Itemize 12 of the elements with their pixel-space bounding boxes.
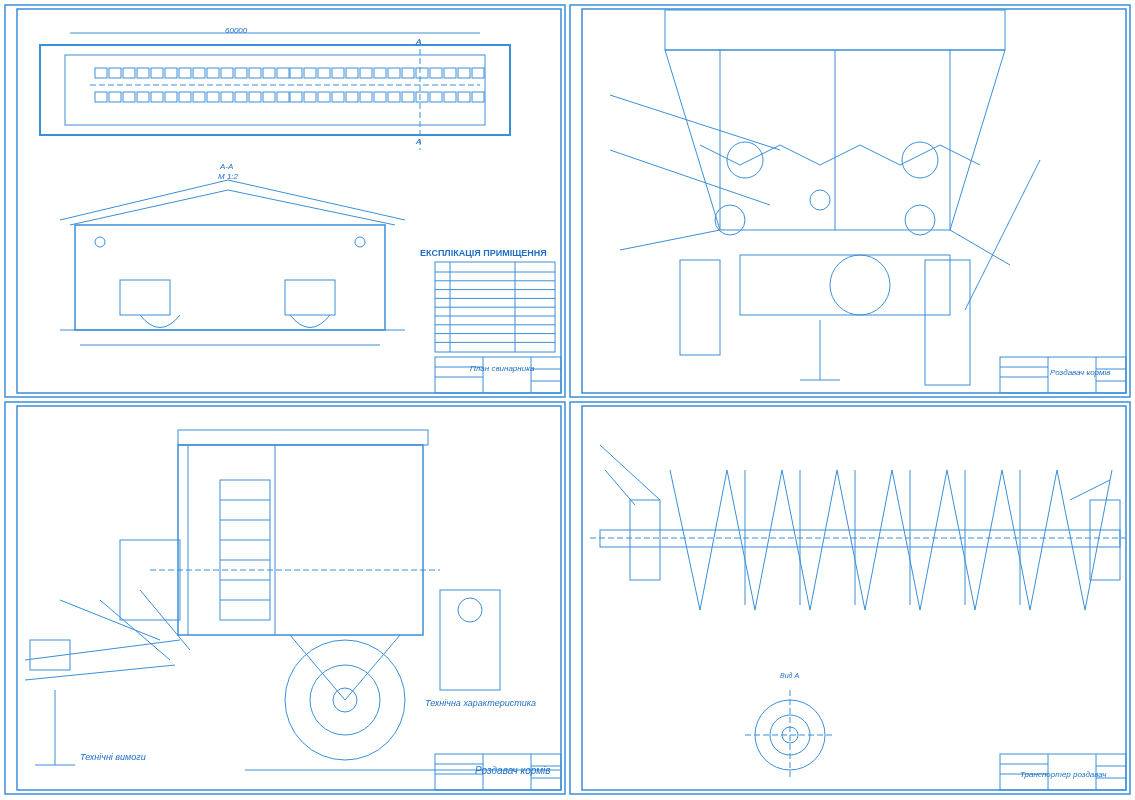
section-mark: А [416,137,422,146]
drawing-title: Роздавач кормів [475,765,551,776]
drawing-title: Транспортер роздавач [1020,770,1107,779]
notes-heading: Технічні вимоги [80,752,146,762]
table-heading: ЕКСПЛІКАЦІЯ ПРИМІЩЕННЯ [420,248,547,258]
section-title: А-А [220,162,234,171]
drawing-title: Роздавач кормів [1050,368,1111,377]
section-mark: А [416,37,422,46]
drawing-title: План свинарника [470,364,535,373]
scale-text: М 1:2 [218,172,238,181]
spec-heading: Технічна характеристика [425,698,536,708]
dimension-text: 60000 [225,26,248,35]
